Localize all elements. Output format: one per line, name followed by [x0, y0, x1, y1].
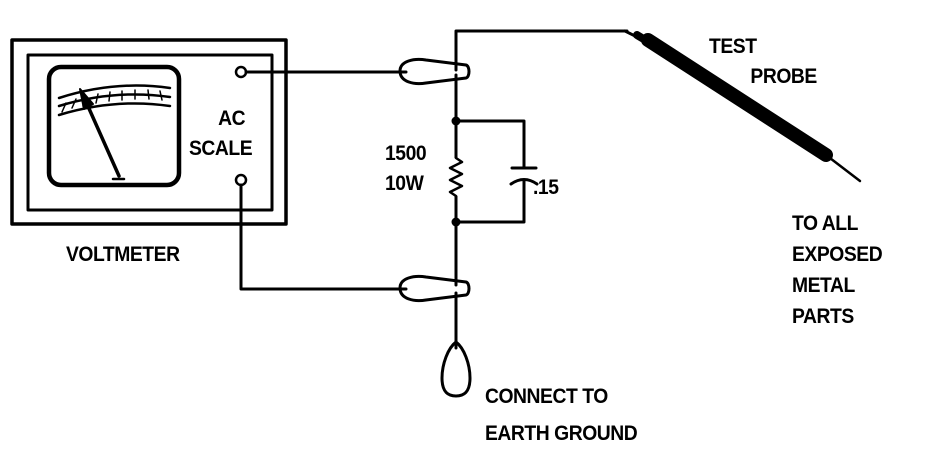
junction-dot-top: [451, 116, 461, 126]
label-capacitor: .15: [533, 176, 559, 199]
clip-connector-top: [398, 57, 471, 86]
capacitor-symbol: [509, 166, 539, 186]
label-test: TEST: [709, 35, 757, 58]
clip-connector-bottom: [398, 274, 471, 303]
label-voltmeter: VOLTMETER: [66, 243, 180, 266]
label-scale: SCALE: [189, 137, 253, 160]
label-exposed: EXPOSED: [792, 243, 883, 266]
label-ac-scale: AC SCALE: [189, 104, 253, 164]
label-earth-ground: CONNECT TO EARTH GROUND: [485, 378, 638, 452]
label-metal: METAL: [792, 274, 855, 297]
label-resistor-wattage: 10W: [385, 172, 424, 195]
label-exposed-metal: TO ALL EXPOSED METAL PARTS: [792, 208, 883, 332]
resistor-symbol: [448, 156, 464, 198]
label-to-all: TO ALL: [792, 212, 858, 235]
label-connect-to: CONNECT TO: [485, 385, 608, 408]
label-probe: PROBE: [750, 65, 817, 88]
label-earth-ground-text: EARTH GROUND: [485, 422, 638, 445]
label-test-probe: TEST PROBE: [709, 32, 817, 92]
meter-face: [46, 64, 182, 188]
meter-needle: [79, 88, 126, 181]
junction-dot-bottom: [451, 217, 461, 227]
label-ac: AC: [218, 107, 246, 130]
label-resistor-value: 1500: [385, 142, 427, 165]
label-parts: PARTS: [792, 305, 854, 328]
voltmeter-body: [10, 38, 288, 226]
label-resistor: 1500 10W: [385, 139, 427, 199]
test-probe: [623, 29, 862, 183]
earth-ground-clip: [440, 340, 472, 398]
